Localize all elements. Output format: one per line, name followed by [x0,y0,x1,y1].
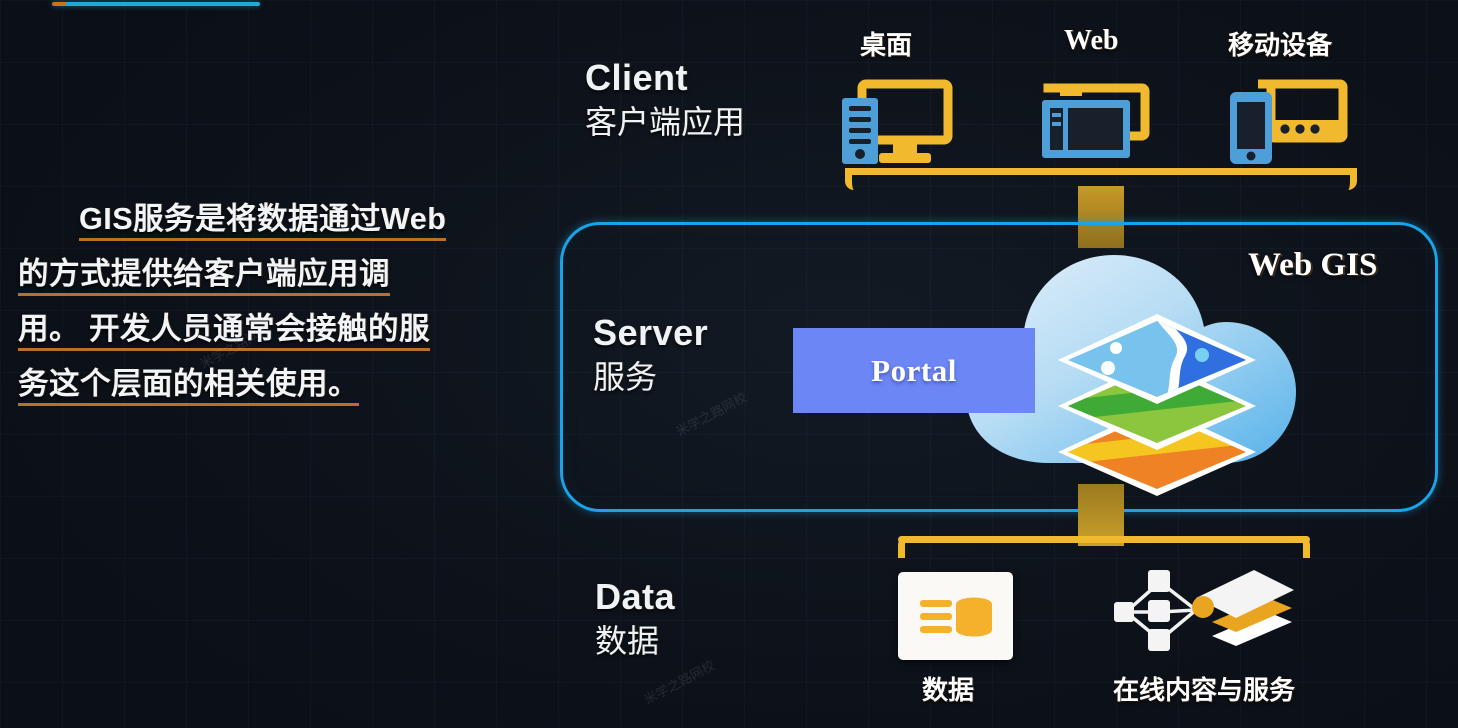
network-layers-icon [1108,560,1298,665]
client-title-desktop: 桌面 [860,30,913,60]
portal-badge[interactable]: Portal [793,328,1035,413]
web-browser-icon [1040,82,1150,162]
map-layers-icon [1050,300,1265,500]
section-label-data-en: Data [595,576,676,617]
paragraph-text: GIS服务是将数据通过Web的方式提供给客户端应用调用。 开发人员通常会接触的服… [18,202,447,406]
client-title-mobile: 移动设备 [1228,30,1333,60]
mobile-tablet-icon [1228,78,1348,164]
server-to-data-bracket [898,536,1310,558]
top-accent-rule [52,2,260,6]
description-paragraph: GIS服务是将数据通过Web的方式提供给客户端应用调用。 开发人员通常会接触的服… [18,192,448,412]
section-label-server: Server 服务 [593,312,709,397]
section-label-server-en: Server [593,312,709,353]
data-item-caption-database: 数据 [922,675,975,705]
server-layer-box [560,222,1438,512]
database-card-icon [898,572,1013,660]
server-to-data-stem [1078,484,1124,546]
desktop-icon [838,78,953,166]
client-title-web: Web [1064,25,1119,56]
client-to-server-bracket [845,168,1357,190]
data-item-caption-online: 在线内容与服务 [1113,675,1296,705]
section-label-data-cn: 数据 [595,623,660,660]
section-label-client-en: Client [585,57,689,98]
web-gis-label: Web GIS [1248,247,1378,283]
section-label-server-cn: 服务 [593,359,658,396]
client-to-server-stem [1078,186,1124,248]
watermark-bottom: 米学之路网校 [641,657,718,708]
section-label-data: Data 数据 [595,576,676,661]
section-label-client: Client 客户端应用 [585,57,746,142]
section-label-client-cn: 客户端应用 [585,104,746,141]
